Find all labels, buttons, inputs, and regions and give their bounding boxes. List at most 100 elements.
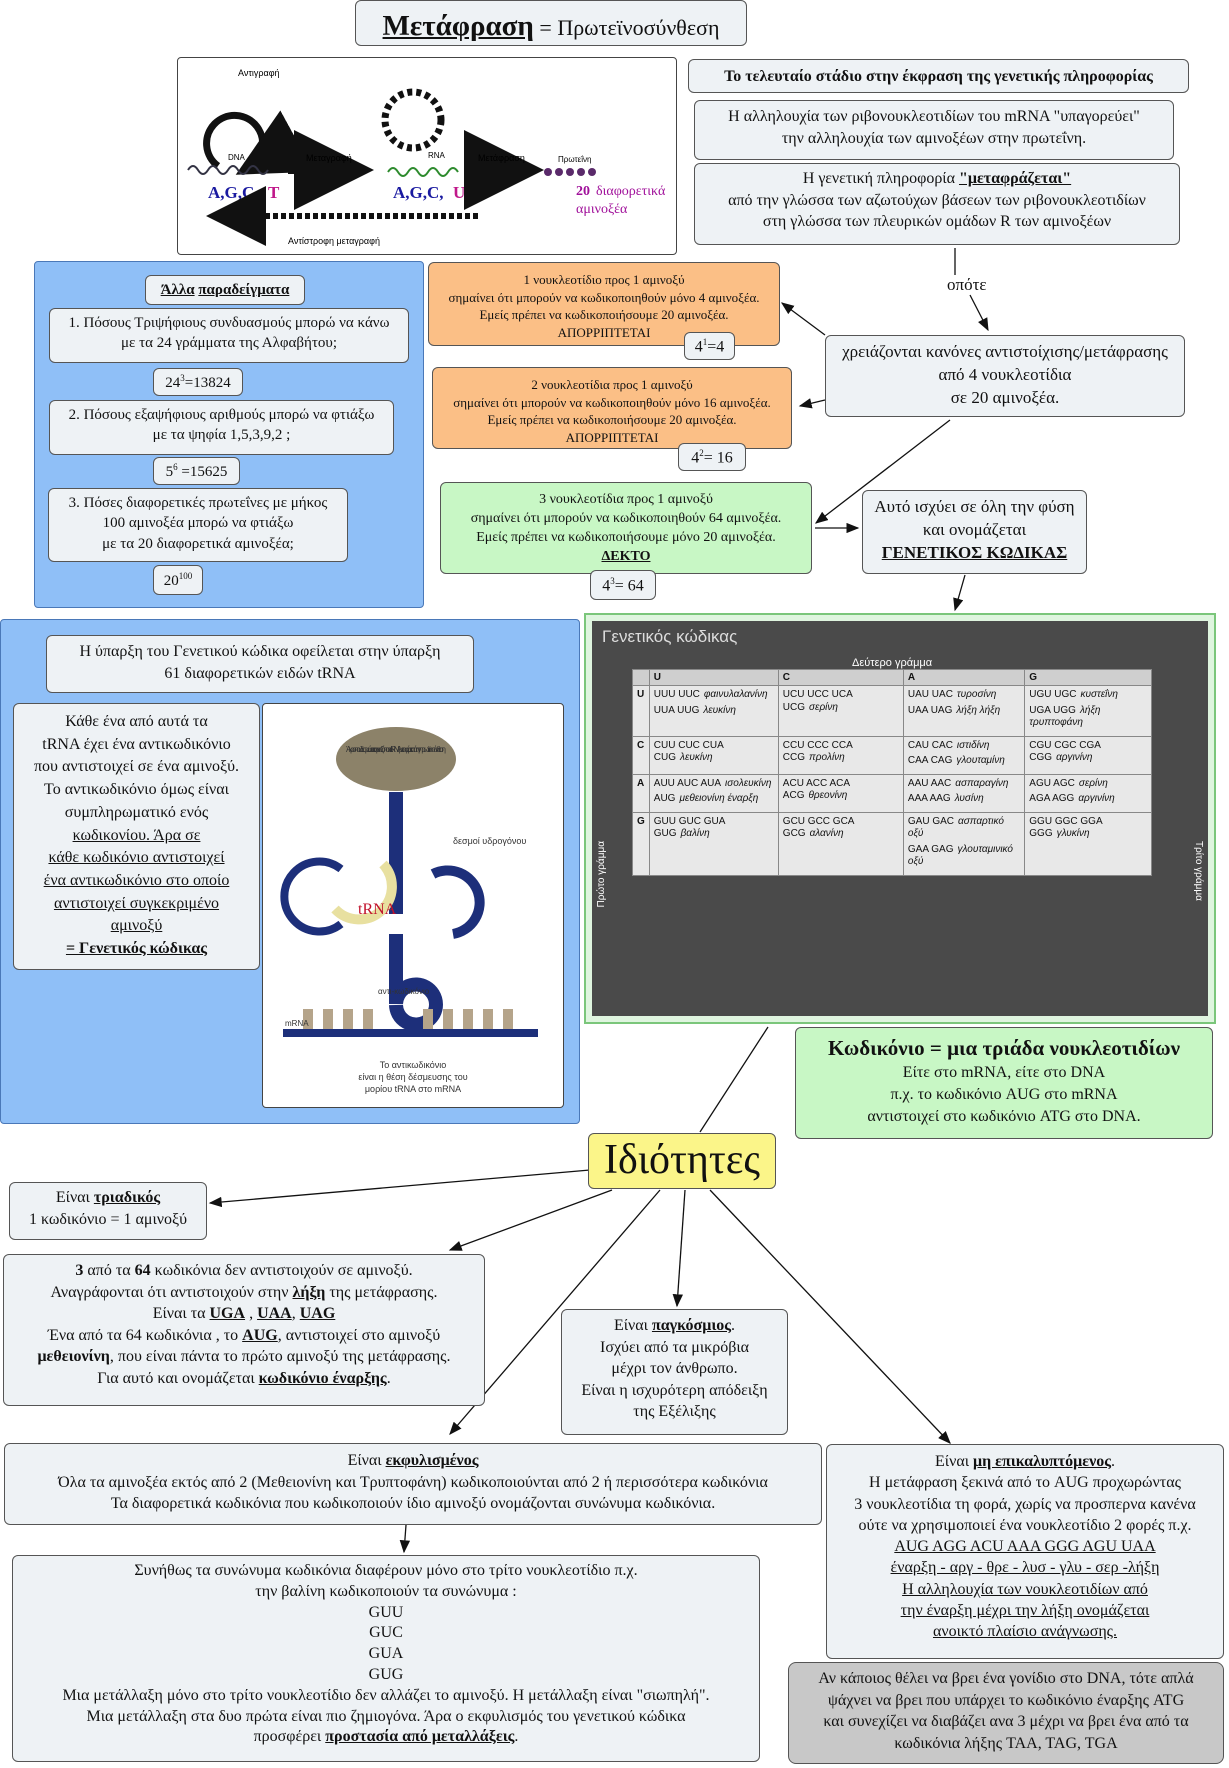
text-fragment: 1 — [702, 337, 708, 347]
genetic-code-third: Τρίτο γράμμα — [1193, 841, 1204, 901]
central-dogma-diagram: Αντιγραφή DNA A,G,C, T Μεταγραφή RNA A,G… — [177, 57, 677, 255]
text-fragment: . — [386, 1369, 391, 1387]
text-fragment: έναρξη - αργ - θρε - λυσ - γλυ - σερ -λή… — [890, 1559, 1160, 1577]
opt3-line-1: 3 νουκλεοτίδια προς 1 αμινοξύ — [539, 492, 713, 507]
text-fragment: και συνεχίζει να διαβάζει ανα 3 μέχρι να… — [823, 1713, 1189, 1731]
trna-image: Άκρο που δεσμεύεται το αμινοξύ που το tR… — [262, 703, 564, 1108]
gc-amino-acid: προλίνη — [809, 752, 845, 763]
text-fragment: 3 — [180, 373, 185, 383]
text-fragment: =4 — [707, 338, 725, 356]
text-fragment: Το αντικωδικόνιο όμως είναι — [44, 781, 229, 799]
text-fragment: GUA — [368, 1645, 404, 1663]
text-fragment: προστασία από μεταλλάξεις — [325, 1728, 515, 1746]
text-fragment: Είτε στο mRNA, είτε στο DNA — [902, 1064, 1106, 1082]
option-2-box: 2 νουκλεοτίδια προς 1 αμινοξύ σημαίνει ό… — [432, 367, 792, 449]
trna-svg: Άκρο που δεσμεύεται το αμινοξύ που το tR… — [280, 727, 538, 1094]
opt1-line-3: Εμείς πρέπει να κωδικοποιήσουμε 20 αμινο… — [479, 307, 729, 323]
trna-img-cap1: Το αντικωδικόνιο — [380, 1060, 447, 1070]
text-fragment: 2 — [699, 448, 704, 458]
text-fragment: προσφέρει — [253, 1728, 326, 1746]
text-fragment: παραδείγματα — [198, 282, 290, 298]
gc-codons: UGA UGG — [1029, 704, 1076, 716]
text-fragment: = Γενετικός κώδικας — [65, 940, 208, 958]
nature-box: Αυτό ισχύει σε όλη την φύση και ονομάζετ… — [862, 490, 1087, 574]
gc-amino-acid: ιστιδίνη — [956, 739, 990, 751]
option-1-box: 1 νουκλεοτίδιο προς 1 αμινοξύ σημαίνει ό… — [428, 262, 780, 346]
rules-line-3: σε 20 αμινοξέα. — [950, 387, 1060, 407]
example-2-result: 56 =15625 — [153, 457, 240, 485]
text-fragment: ανοικτό πλαίσιο ανάγνωσης. — [932, 1623, 1118, 1641]
property-universal: Είναι παγκόσμιος. Ισχύει από τα μικρόβια… — [561, 1309, 788, 1435]
aa-text2: αμινοξέα — [576, 202, 628, 217]
codon-def-title: Κωδικόνιο = μια τριάδα νουκλεοτιδίων — [827, 1036, 1181, 1060]
text-fragment: με τα 24 γράμματα της Αλφαβήτου; — [121, 335, 337, 352]
genetic-code-first: Πρώτο γράμμα — [596, 841, 607, 908]
text-fragment: GUC — [369, 1624, 403, 1642]
arrow-rules-opt2 — [798, 398, 826, 409]
text-fragment: λήξη — [292, 1283, 326, 1301]
gc-amino-acid: αργινίνη — [1078, 793, 1115, 804]
gc-amino-acid: βαλίνη — [680, 828, 710, 839]
trna-img-label: tRNA — [358, 901, 397, 918]
arrow-rules-opt1 — [780, 302, 826, 336]
gc-codons: UUA UUG — [653, 704, 700, 716]
rules-line-1: χρειάζονται κανόνες αντιστοίχισης/μετάφρ… — [842, 342, 1168, 361]
text-fragment: GUU — [368, 1603, 404, 1621]
text-fragment: = 16 — [703, 449, 733, 467]
central-dogma-svg: Αντιγραφή DNA A,G,C, T Μεταγραφή RNA A,G… — [187, 68, 666, 246]
text-fragment: από τα — [83, 1262, 135, 1279]
text-fragment: , — [291, 1305, 300, 1323]
arrow-nature-code — [953, 574, 966, 612]
seq-line-1: Η αλληλουχία των ριβονουκλεοτιδίων του m… — [728, 108, 1140, 125]
gc-codons: GAU GAC — [907, 815, 955, 827]
text-fragment: UAG — [299, 1305, 336, 1323]
text-fragment: 2. Πόσους εξαψήφιους αριθμούς μπορώ να φ… — [68, 407, 375, 423]
text-fragment: 1. Πόσους Τριψήφιους συνδυασμούς μπορώ ν… — [68, 315, 390, 331]
trna-heading: Η ύπαρξη του Γενετικού κώδικα οφείλεται … — [46, 635, 474, 693]
text-fragment: Η ύπαρξη του Γενετικού κώδικα οφείλεται … — [79, 643, 441, 660]
rna-bases: A,G,C, — [393, 183, 444, 202]
text-fragment: μέχρι τον άνθρωπο. — [611, 1360, 738, 1378]
text-fragment: 4 — [691, 449, 700, 467]
text-fragment: Είναι — [55, 1189, 94, 1206]
gc-amino-acid: φαινυλαλανίνη — [703, 689, 768, 700]
gc-col-U: U — [648, 669, 779, 686]
rna-replication-arrow — [381, 88, 445, 152]
text-fragment: 100 — [178, 571, 193, 581]
arrow-prop-degenerate — [449, 1189, 661, 1435]
arrow-prop-nonoverlap — [709, 1189, 951, 1444]
gc-codons: UUU UUC — [653, 689, 700, 700]
text-fragment: =15625 — [177, 464, 228, 480]
gc-amino-acid: μεθειονίνη έναρξη — [679, 793, 759, 804]
arrow-degen-syn — [399, 1524, 411, 1554]
gc-codons: AGA AGG — [1029, 793, 1075, 804]
gc-codons: AUU AUC AUA — [653, 777, 722, 789]
gc-amino-acid: κυστεΐνη — [1080, 689, 1118, 700]
text-fragment: μεθειονίνη — [37, 1348, 110, 1366]
gc-codons: GAA GAG — [907, 843, 954, 855]
dna-gene-note: Αν κάποιος θέλει να βρει ένα γονίδιο στο… — [788, 1662, 1224, 1764]
text-fragment: 100 αμινοξέα μπορώ να φτιάξω — [102, 515, 294, 532]
examples-title: Άλλα παραδείγματα — [145, 275, 305, 305]
text-fragment: μη επικαλυπτόμενος — [973, 1453, 1111, 1470]
option-3-box: 3 νουκλεοτίδια προς 1 αμινοξύ σημαίνει ό… — [440, 482, 812, 574]
text-fragment: αμινοξύ — [110, 917, 163, 935]
property-non-overlapping: Είναι μη επικαλυπτόμενος. Η μετάφραση ξε… — [826, 1444, 1224, 1659]
opt3-line-4: ΔΕΚΤΟ — [601, 548, 651, 564]
text-fragment: ψάχνει να βρει που υπάρχει το κωδικόνιο … — [827, 1691, 1185, 1709]
text-fragment: που αντιστοιχεί σε ένα αμινοξύ. — [33, 758, 240, 776]
gc-amino-acid: ασπαραγίνη — [955, 777, 1009, 789]
text-fragment: = 64 — [614, 577, 644, 595]
text-fragment: . — [1110, 1453, 1115, 1470]
text-fragment: τριαδικός — [93, 1189, 161, 1206]
